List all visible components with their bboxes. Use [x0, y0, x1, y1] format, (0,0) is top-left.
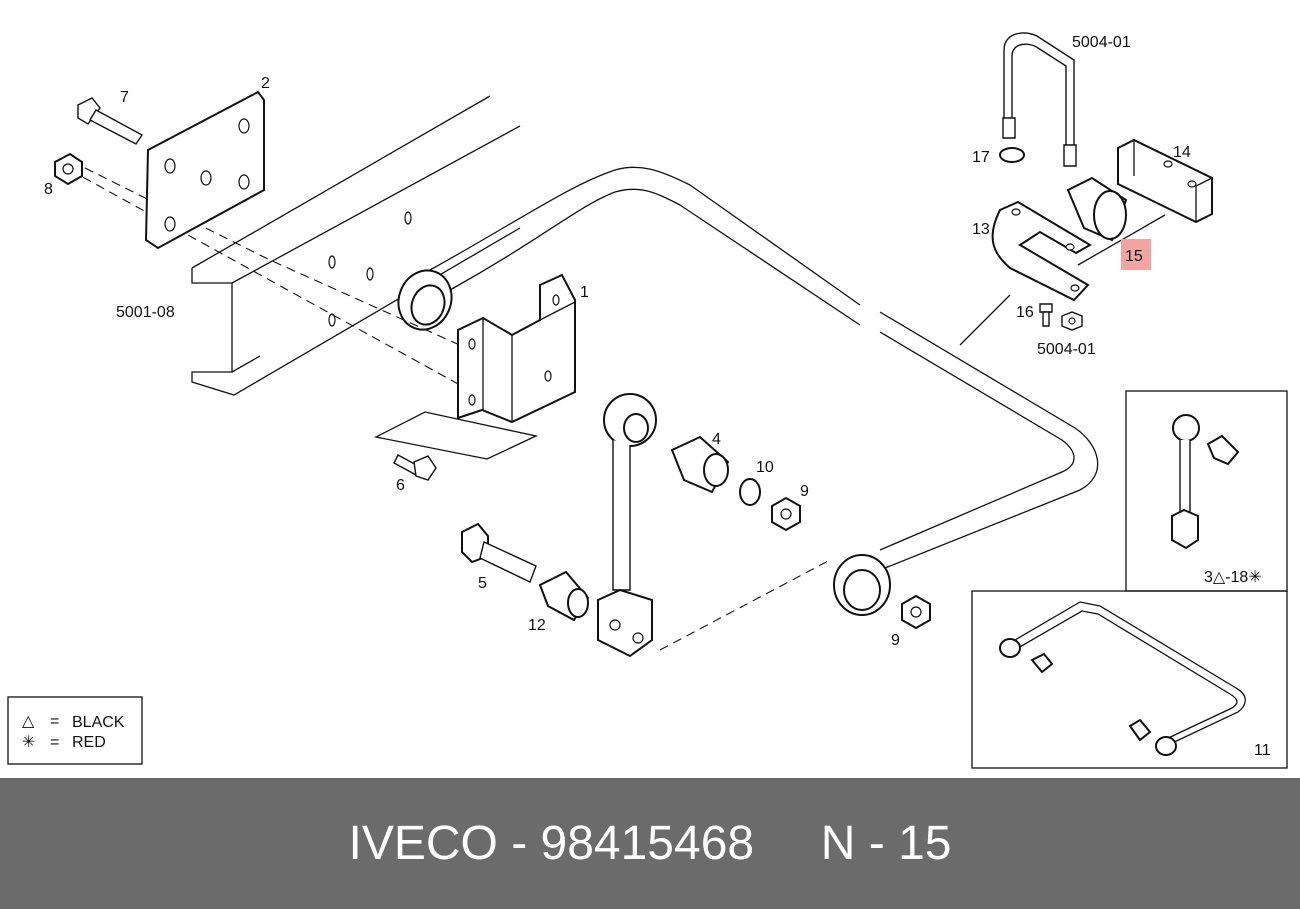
label-part-1: 1 [580, 284, 589, 301]
inset-code: 3△-18✳ [1204, 569, 1262, 586]
label-part-6: 6 [396, 477, 405, 494]
highlight-part-15 [1121, 239, 1151, 270]
label-ref-5004-01-bottom: 5004-01 [1037, 341, 1096, 358]
legend-red-label: RED [72, 734, 106, 751]
stabilizer-bar [397, 166, 1099, 616]
footer-bar: IVECO - 98415468 N - 15 [0, 778, 1300, 909]
label-part-17: 17 [972, 149, 990, 166]
label-part-4: 4 [712, 431, 721, 448]
part-10-washer [739, 478, 761, 506]
part-13-bracket [991, 200, 1092, 302]
part-16-nut [1061, 311, 1083, 331]
exploded-parts-diagram: 3△-18✳ 11 2 7 8 5001-08 1 6 4 10 9 5 12 … [7, 32, 1288, 769]
label-part-9-upper: 9 [800, 483, 809, 500]
label-part-9-lower: 9 [891, 632, 900, 649]
part-number-title: IVECO - 98415468 N - 15 [348, 817, 952, 870]
u-bolt [1002, 32, 1077, 167]
frame-rail [191, 95, 521, 396]
label-part-10: 10 [756, 459, 774, 476]
label-part-15: 15 [1125, 248, 1143, 265]
part-6-bolt [393, 454, 437, 481]
label-ref-5001-08: 5001-08 [116, 304, 175, 321]
part-15-bushing [1066, 176, 1128, 242]
part-17-washer [999, 147, 1025, 163]
legend: △ = BLACK ✳ = RED [7, 696, 143, 765]
part-16-bolt [1039, 303, 1053, 327]
label-part-13: 13 [972, 221, 990, 238]
part-9-nut-lower [901, 594, 931, 630]
legend-black-label: BLACK [72, 714, 125, 731]
label-ref-5004-01-top: 5004-01 [1072, 34, 1131, 51]
label-part-16: 16 [1016, 304, 1034, 321]
drop-link [597, 393, 657, 658]
part-8-nut [54, 152, 83, 186]
label-part-2: 2 [261, 75, 270, 92]
part-5-bolt [461, 522, 537, 583]
legend-black-symbol: △ [22, 713, 35, 730]
label-part-14: 14 [1173, 144, 1191, 161]
label-part-7: 7 [120, 89, 129, 106]
label-part-12: 12 [528, 617, 546, 634]
part-1-bracket [457, 273, 576, 424]
inset-part-11-box: 11 [971, 590, 1288, 769]
part-9-nut-upper [771, 496, 801, 532]
legend-black-eq: = [50, 713, 59, 730]
part-14-clamp [1117, 138, 1213, 224]
label-part-11: 11 [1254, 742, 1271, 759]
part-4-bushing [670, 435, 730, 494]
legend-red-eq: = [50, 734, 59, 751]
part-7-bolt [77, 97, 144, 145]
inset-drop-link-box: 3△-18✳ [1125, 390, 1288, 592]
legend-red-symbol: ✳ [22, 734, 35, 751]
part-2-plate [144, 90, 265, 250]
part-12-bushing [538, 570, 590, 622]
label-part-5: 5 [478, 575, 487, 592]
label-part-8: 8 [44, 181, 53, 198]
